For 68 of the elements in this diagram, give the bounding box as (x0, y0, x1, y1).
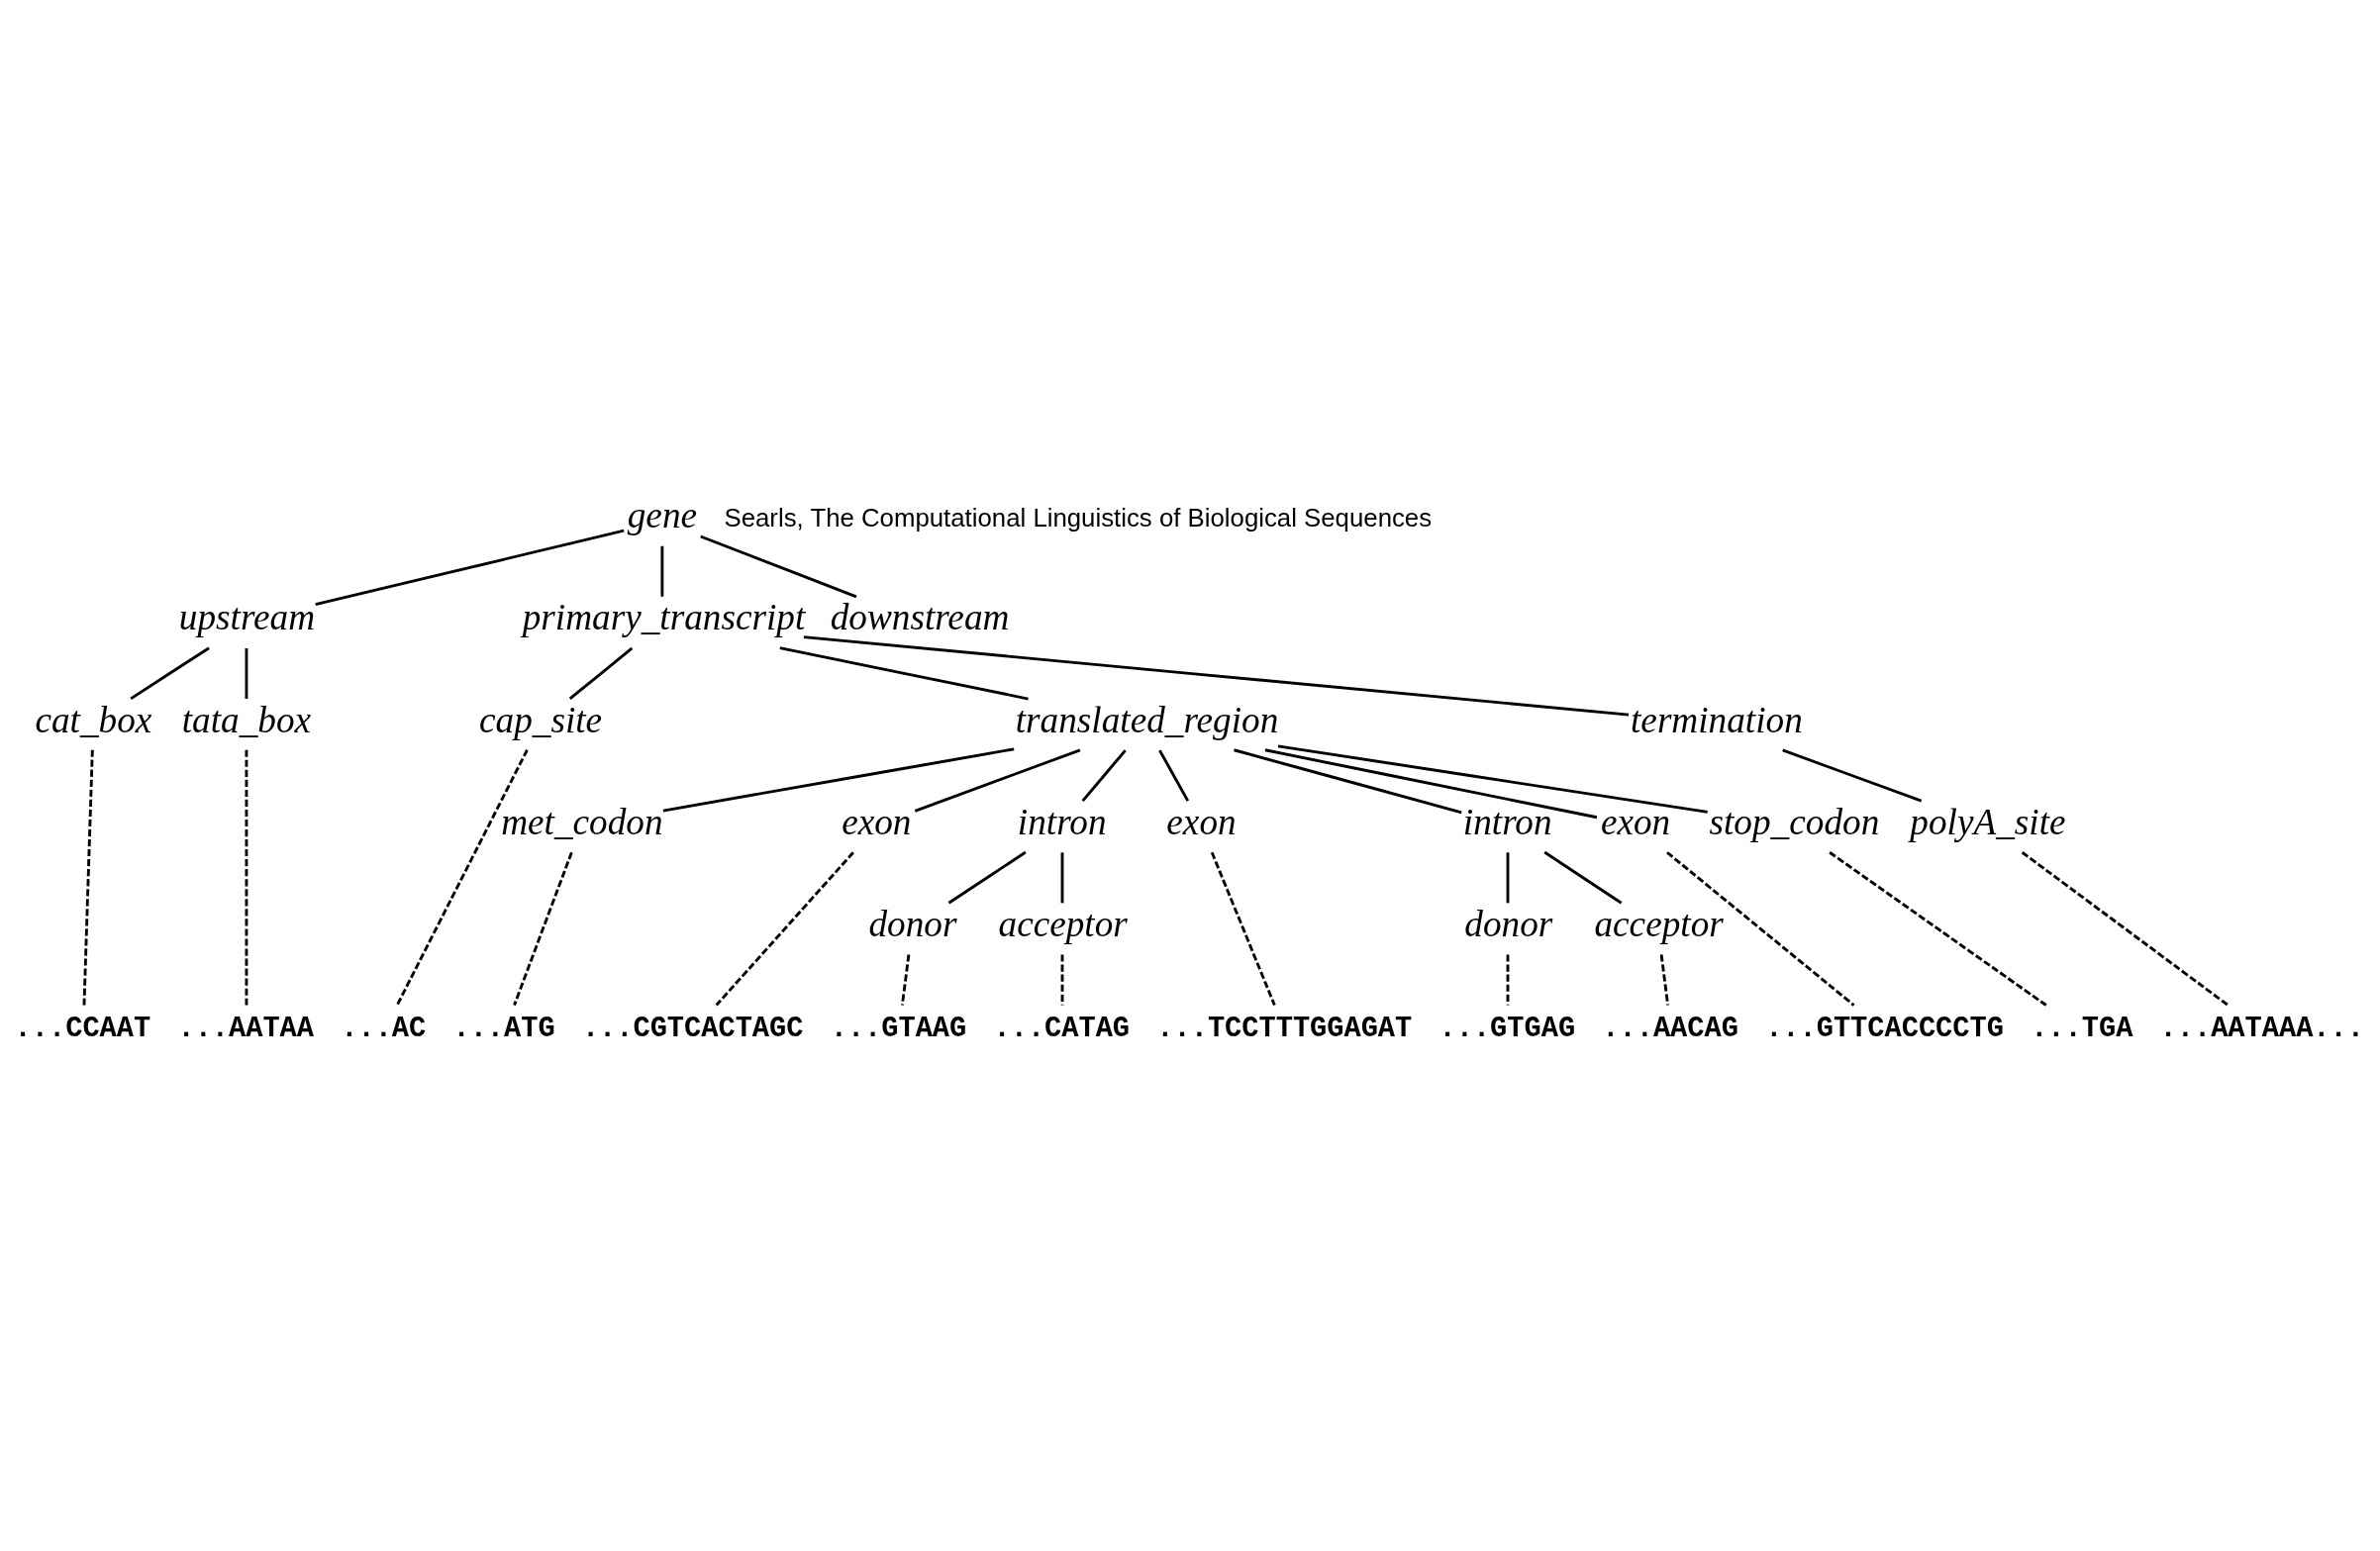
node-text: ...GTTCACCCCTG (1765, 1013, 2004, 1046)
connector (700, 534, 857, 599)
node-text: upstream (178, 597, 316, 638)
node-text: exon (842, 801, 912, 842)
node-text: intron (1017, 801, 1107, 842)
connector (1060, 852, 1064, 904)
node-text: primary_transcript (522, 597, 806, 638)
node-text: ...GTGAG (1438, 1013, 1576, 1046)
connector (1158, 749, 1190, 802)
node-text: exon (1600, 801, 1671, 842)
node-text: ...TCCTTTGGAGAT (1156, 1013, 1413, 1046)
node-text: ...TGA (2031, 1013, 2133, 1046)
node-text: ...AATAAA... (2159, 1013, 2364, 1046)
connector (1666, 851, 1855, 1007)
connector (2021, 851, 2230, 1007)
connector (1060, 954, 1064, 1006)
connector (914, 748, 1081, 813)
node-text: ...AC (341, 1013, 427, 1046)
node-text: ...CGTCACTAGC (581, 1013, 804, 1046)
connector (513, 851, 573, 1007)
connector (803, 635, 1630, 717)
connector (1506, 954, 1510, 1006)
node-text: cat_box (35, 699, 152, 740)
node-text: met_codon (501, 801, 663, 842)
connector (1234, 748, 1462, 815)
node-text: ...GTAAG (830, 1013, 967, 1046)
node-text: polyA_site (1910, 801, 2066, 842)
node-text: tata_box (181, 699, 312, 740)
connector (1210, 851, 1276, 1007)
connector (1081, 749, 1127, 803)
label: Searls, The Computational Linguistics of Biological Sequences (724, 503, 1433, 532)
connector (1264, 748, 1598, 820)
connector (1782, 748, 1923, 803)
node-text: acceptor (998, 903, 1128, 944)
connector (1506, 852, 1510, 904)
node-text: exon (1166, 801, 1237, 842)
connector (245, 749, 248, 1006)
connector (130, 646, 210, 701)
connector (395, 749, 529, 1007)
connector (1829, 851, 2047, 1007)
node-text: stop_codon (1709, 801, 1880, 842)
node-text: ...AACAG (1602, 1013, 1738, 1046)
node-text: ...AATAA (177, 1013, 315, 1046)
node-text: ...CATAG (993, 1013, 1131, 1046)
node-text: translated_region (1015, 699, 1279, 740)
node-text: gene (627, 495, 698, 536)
connector (315, 529, 625, 606)
connector (900, 954, 911, 1006)
node-text: ...CCAAT (14, 1013, 151, 1046)
connector (82, 749, 94, 1006)
node-text: cap_site (478, 699, 603, 740)
node-text: donor (1464, 903, 1553, 944)
connector (1543, 850, 1623, 905)
connector (245, 647, 248, 699)
connector (779, 646, 1029, 701)
connector (1277, 744, 1708, 814)
connector (947, 850, 1027, 905)
node-text: donor (868, 903, 957, 944)
node-text: intron (1462, 801, 1552, 842)
node-text: acceptor (1594, 903, 1724, 944)
node-text: ...ATG (452, 1013, 555, 1046)
node-text: termination (1631, 699, 1803, 740)
connector (568, 646, 634, 701)
connector (662, 747, 1015, 813)
connector (715, 851, 854, 1007)
connector (1659, 954, 1670, 1006)
connector (660, 545, 664, 597)
node-text: downstream (830, 597, 1010, 638)
